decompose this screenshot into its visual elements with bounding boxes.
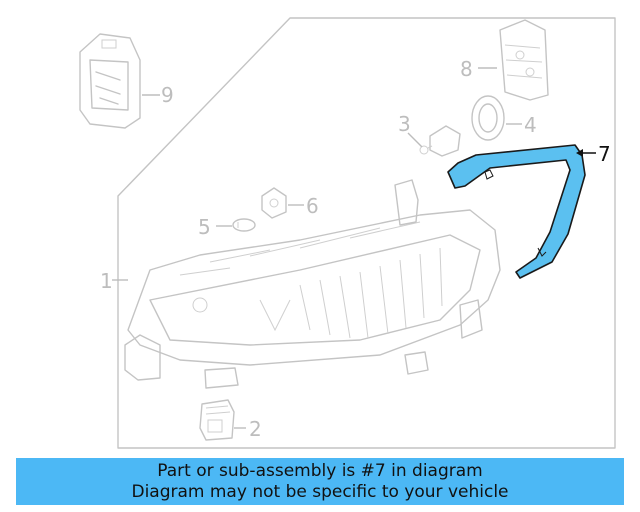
callout-9: 9 bbox=[161, 83, 174, 107]
connector-part bbox=[199, 399, 235, 441]
cap-part bbox=[471, 95, 505, 141]
small-bulb-part bbox=[232, 218, 256, 232]
banner-line-disclaimer: Diagram may not be specific to your vehi… bbox=[131, 482, 509, 502]
parts-diagram: 9 8 4 3 6 5 bbox=[79, 17, 616, 449]
callout-8: 8 bbox=[460, 57, 473, 81]
callout-6: 6 bbox=[306, 194, 319, 218]
callout-3: 3 bbox=[398, 112, 411, 136]
headlamp-assembly-part bbox=[124, 179, 501, 389]
trim-strip-part-highlighted bbox=[447, 144, 586, 279]
socket-part bbox=[261, 187, 287, 219]
banner-line-part-number: Part or sub-assembly is #7 in diagram bbox=[157, 461, 483, 481]
info-banner: Part or sub-assembly is #7 in diagram Di… bbox=[16, 458, 624, 505]
callout-2: 2 bbox=[249, 417, 262, 441]
callout-5: 5 bbox=[198, 215, 211, 239]
assembly-frame bbox=[117, 17, 616, 449]
callout-1: 1 bbox=[100, 269, 113, 293]
ballast-module-part bbox=[79, 33, 141, 129]
callout-4: 4 bbox=[524, 113, 537, 137]
control-module-part bbox=[499, 19, 549, 101]
callout-7: 7 bbox=[598, 142, 611, 166]
bulb-part bbox=[419, 125, 461, 157]
